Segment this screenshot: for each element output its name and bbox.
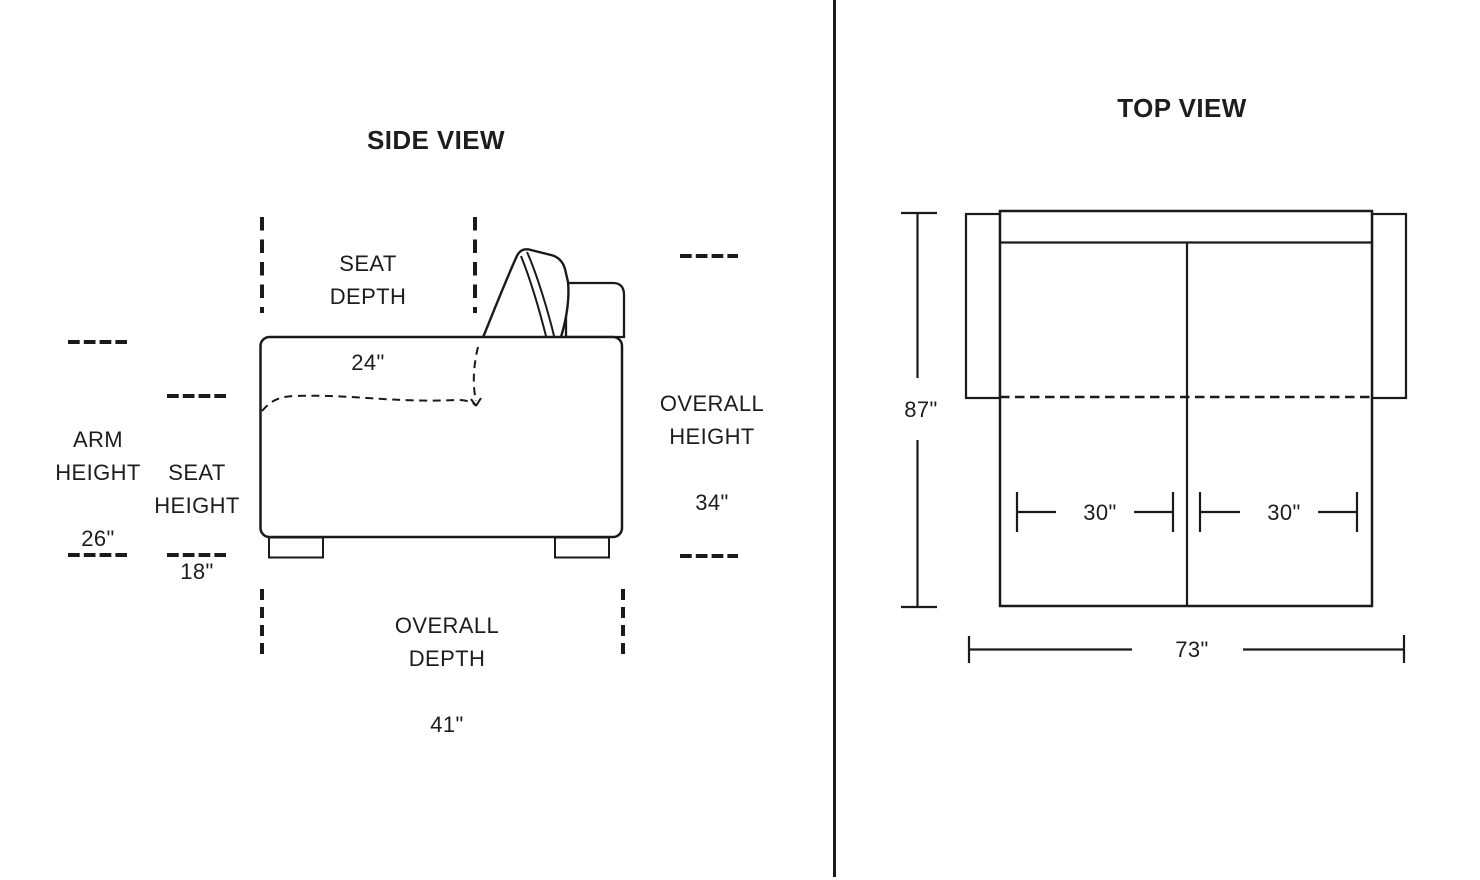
overall-height-label: OVERALL HEIGHT xyxy=(659,391,765,449)
seat-contour-arrow xyxy=(470,397,482,407)
side-view-title: SIDE VIEW xyxy=(367,125,505,155)
overall-depth-label: OVERALL DEPTH xyxy=(394,613,500,671)
seat-width-right-dimension-line xyxy=(1198,492,1359,532)
overall-height-annotation: OVERALL HEIGHT 34" xyxy=(660,354,764,552)
overall-depth-guide-lines xyxy=(260,589,625,654)
cushion-seam-lines xyxy=(520,251,556,341)
sofa-back-cushion xyxy=(480,248,570,342)
side-view-drawing xyxy=(68,217,738,654)
right-arm-top xyxy=(1370,212,1408,400)
overall-width-dimension-line xyxy=(901,211,937,609)
overall-depth-annotation: OVERALL DEPTH 41" xyxy=(395,576,499,774)
seat-width-left-dimension: 30" xyxy=(1083,500,1117,525)
sofa-feet xyxy=(268,536,610,559)
seat-depth-value: 24" xyxy=(351,350,385,375)
overall-width-dimension: 87" xyxy=(904,397,938,422)
overall-depth-value: 41" xyxy=(430,712,464,737)
sofa-body-outline xyxy=(259,335,624,539)
panel-divider xyxy=(833,0,836,877)
top-view-title: TOP VIEW xyxy=(1117,93,1247,123)
overall-height-value: 34" xyxy=(695,490,729,515)
arm-height-value: 26" xyxy=(81,526,115,551)
seat-height-label: SEAT HEIGHT xyxy=(154,460,240,518)
top-view-panel: TOP VIEW xyxy=(836,0,1480,880)
seat-depth-label: SEAT DEPTH xyxy=(329,251,407,309)
seat-contour-dashed xyxy=(261,346,479,412)
seat-width-left-dimension-line xyxy=(1015,492,1175,532)
arm-height-annotation: ARM HEIGHT 26" xyxy=(55,390,141,588)
top-view-drawing xyxy=(901,209,1408,663)
seat-depth-guide-lines xyxy=(260,217,477,313)
height-tick-marks xyxy=(68,254,738,558)
arm-height-label: ARM HEIGHT xyxy=(55,427,141,485)
seat-height-value: 18" xyxy=(180,559,214,584)
seat-depth-annotation: SEAT DEPTH 24" xyxy=(330,214,407,412)
side-view-panel: SIDE VIEW xyxy=(55,125,764,774)
seat-height-annotation: SEAT HEIGHT 18" xyxy=(154,423,240,621)
left-arm-top xyxy=(964,212,1002,400)
seat-width-right-dimension: 30" xyxy=(1267,500,1301,525)
sofa-backrest-outline xyxy=(564,281,626,339)
overall-length-dimension: 73" xyxy=(1175,637,1209,662)
sofa-arms-top xyxy=(964,212,1408,400)
overall-length-dimension-line xyxy=(967,635,1406,663)
